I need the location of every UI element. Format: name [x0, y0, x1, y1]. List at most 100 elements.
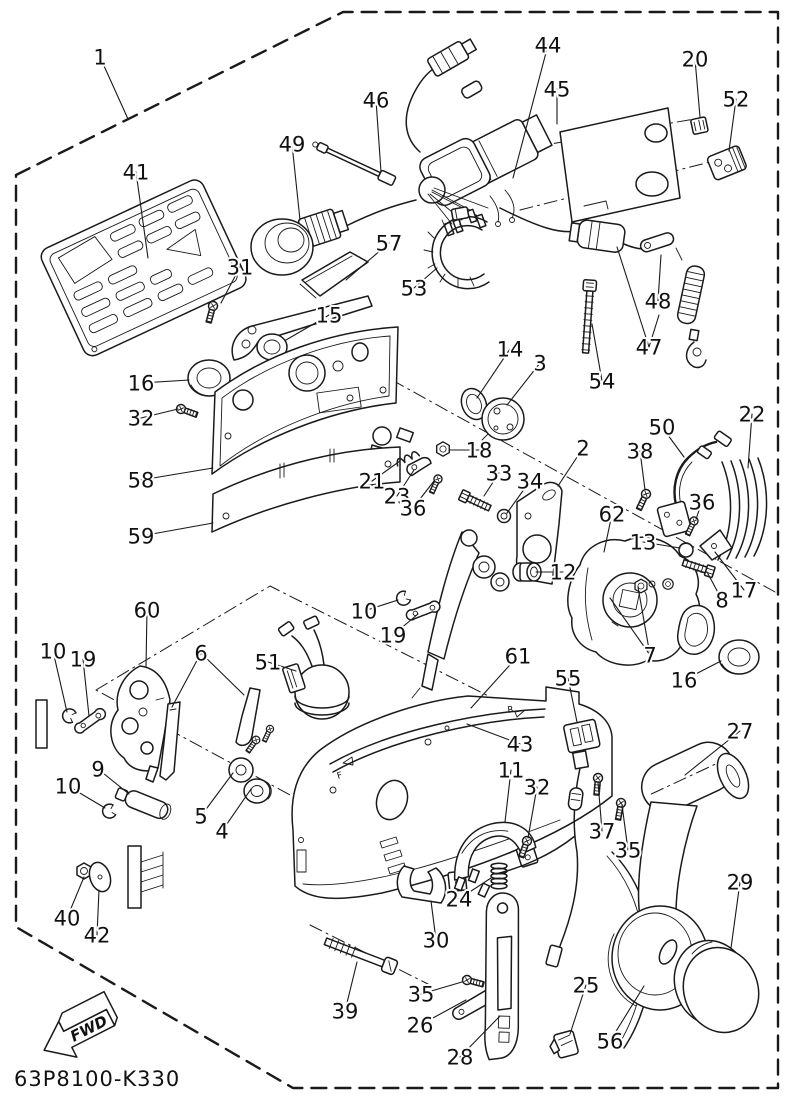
- callout-41: 41: [123, 161, 150, 185]
- leader-line-7: [637, 586, 651, 656]
- callout-18: 18: [466, 439, 493, 463]
- callout-60: 60: [134, 599, 161, 623]
- part-39-bolt: [323, 937, 399, 976]
- callout-49: 49: [279, 133, 306, 157]
- callout-37: 37: [589, 820, 616, 844]
- leader-line-7: [609, 597, 651, 656]
- callout-39: 39: [332, 1000, 359, 1024]
- leader-line-50: [661, 426, 685, 458]
- part-9-pin: [114, 787, 172, 820]
- part-14-ring: [460, 387, 488, 421]
- callout-29: 29: [727, 871, 754, 895]
- callout-27: 27: [727, 720, 754, 744]
- leader-line-32: [140, 408, 179, 419]
- callout-56: 56: [597, 1030, 624, 1054]
- callout-36: 36: [689, 491, 716, 515]
- callout-26: 26: [407, 1014, 434, 1038]
- callout-43: 43: [507, 733, 534, 757]
- callout-51: 51: [255, 651, 282, 675]
- callout-32: 32: [524, 776, 551, 800]
- leader-line-10: [52, 650, 68, 713]
- part-18-nut: [436, 441, 450, 457]
- part-20-clip: [690, 116, 709, 135]
- part-17-wedge: [699, 529, 733, 561]
- callout-35: 35: [408, 983, 435, 1007]
- part-53-harness-tube: [423, 206, 490, 290]
- callout-32: 32: [128, 407, 155, 431]
- callout-33: 33: [486, 462, 513, 486]
- callout-15: 15: [316, 304, 343, 328]
- part-51-buzzer: [277, 615, 350, 720]
- part-22-leaf-springs: [717, 457, 768, 561]
- leader-line-43: [466, 723, 521, 745]
- part-52-bracket: [706, 145, 747, 181]
- part-60-bracket-arm: [110, 665, 171, 783]
- leader-line-10: [67, 785, 106, 809]
- part-48-lanyard: [639, 232, 707, 369]
- leader-line-44: [512, 44, 549, 179]
- part-35-screw-right: [612, 797, 627, 822]
- leader-line-26: [419, 999, 467, 1026]
- part-16-grommet-right: [718, 639, 760, 675]
- part-38-screw: [633, 487, 653, 513]
- callout-46: 46: [363, 89, 390, 113]
- part-24-spring: [490, 862, 508, 890]
- leader-line-31: [220, 266, 241, 304]
- callout-10: 10: [40, 640, 67, 664]
- part-13-cap: [678, 542, 694, 558]
- callout-9: 9: [91, 758, 104, 782]
- leader-line-40: [66, 876, 85, 919]
- callout-6: 6: [194, 642, 207, 666]
- leader-line-37: [597, 781, 603, 832]
- callout-8: 8: [715, 589, 728, 613]
- callout-52: 52: [723, 88, 750, 112]
- callout-36: 36: [400, 497, 427, 521]
- fwd-arrow: FWD: [43, 990, 118, 1058]
- callout-45: 45: [544, 78, 571, 102]
- part-16-grommet-left: [187, 359, 231, 397]
- callout-47: 47: [636, 336, 663, 360]
- leader-line-49: [291, 143, 301, 221]
- leader-line-20: [694, 58, 701, 118]
- leader-line-16: [683, 660, 722, 681]
- part-29-grip: [673, 939, 760, 1034]
- part-36-screw-left: [427, 472, 445, 496]
- leader-line-42: [96, 889, 100, 936]
- part-33-bolt: [457, 488, 493, 514]
- callout-57: 57: [376, 232, 403, 256]
- leader-line-41: [135, 171, 149, 259]
- part-32-screw-left: [174, 402, 200, 420]
- callout-2: 2: [576, 437, 589, 461]
- leader-line-25: [569, 984, 587, 1035]
- leader-line-29: [730, 881, 741, 949]
- part-10-eclip-left: [59, 706, 78, 725]
- callout-7: 7: [643, 644, 656, 668]
- leader-line-1: [99, 56, 129, 120]
- part-15-grommet: [256, 333, 288, 361]
- housing-r-mark: R: [507, 705, 515, 716]
- callout-62: 62: [599, 503, 626, 527]
- leader-line-47: [616, 246, 650, 348]
- part-shift-arm: [411, 529, 510, 699]
- leader-line-22: [747, 413, 753, 469]
- assembly-boundary: [14, 10, 780, 1090]
- leader-line-55: [567, 677, 578, 723]
- callout-34: 34: [517, 470, 544, 494]
- callout-17: 17: [731, 579, 758, 603]
- callout-12: 12: [550, 561, 577, 585]
- callout-11: 11: [498, 759, 525, 783]
- leader-line-46: [375, 99, 382, 173]
- callout-14: 14: [497, 338, 524, 362]
- leader-line-47: [648, 314, 660, 348]
- callout-28: 28: [447, 1046, 474, 1070]
- callout-20: 20: [682, 48, 709, 72]
- part-side-plate: [35, 699, 48, 749]
- leader-line-36: [412, 480, 435, 509]
- leader-line-61: [470, 655, 519, 709]
- callout-48: 48: [645, 290, 672, 314]
- callout-22: 22: [739, 403, 766, 427]
- part-28-shift-lever: [484, 892, 520, 1061]
- callout-44: 44: [535, 34, 562, 58]
- callout-53: 53: [401, 277, 428, 301]
